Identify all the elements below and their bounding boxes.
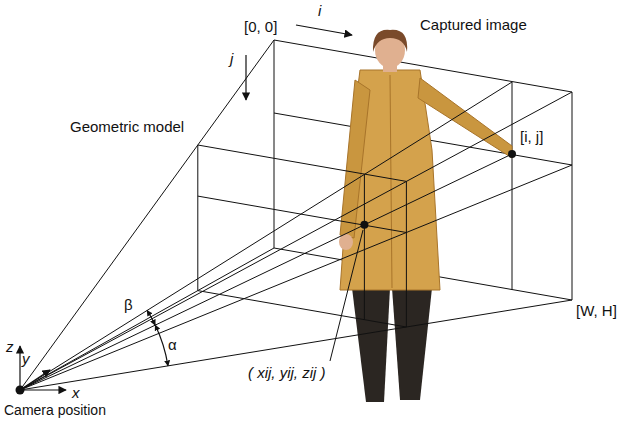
camera-dot [16, 386, 25, 395]
axis-label: x [72, 384, 80, 401]
index-arrow [245, 55, 246, 100]
axis-label: y [22, 350, 30, 367]
corner-index: [W, H] [576, 302, 617, 319]
camera-label: Camera position [4, 402, 106, 418]
pixel-point [508, 150, 516, 158]
pixel-label: [i, j] [520, 128, 543, 145]
axis-index: i [318, 2, 321, 19]
model-point [360, 221, 368, 229]
projection-rays [20, 40, 572, 390]
plane-label: Captured image [420, 16, 527, 33]
corner-index: [0, 0] [244, 18, 277, 35]
leader-line [330, 230, 363, 361]
angle-label: β [124, 296, 133, 313]
plane-label: Geometric model [70, 118, 184, 135]
point-label: ( xij, yij, zij ) [248, 364, 326, 381]
angle-label: α [168, 336, 177, 353]
angle-arc [147, 310, 155, 325]
axis-label: z [6, 338, 14, 355]
geometric-model-plane [198, 145, 407, 327]
axis-index: j [230, 50, 233, 67]
camera-axes [20, 346, 66, 390]
captured-image-plane [274, 40, 572, 300]
captured-person [339, 30, 512, 402]
index-arrow [296, 25, 352, 35]
angle-arc [155, 325, 168, 366]
